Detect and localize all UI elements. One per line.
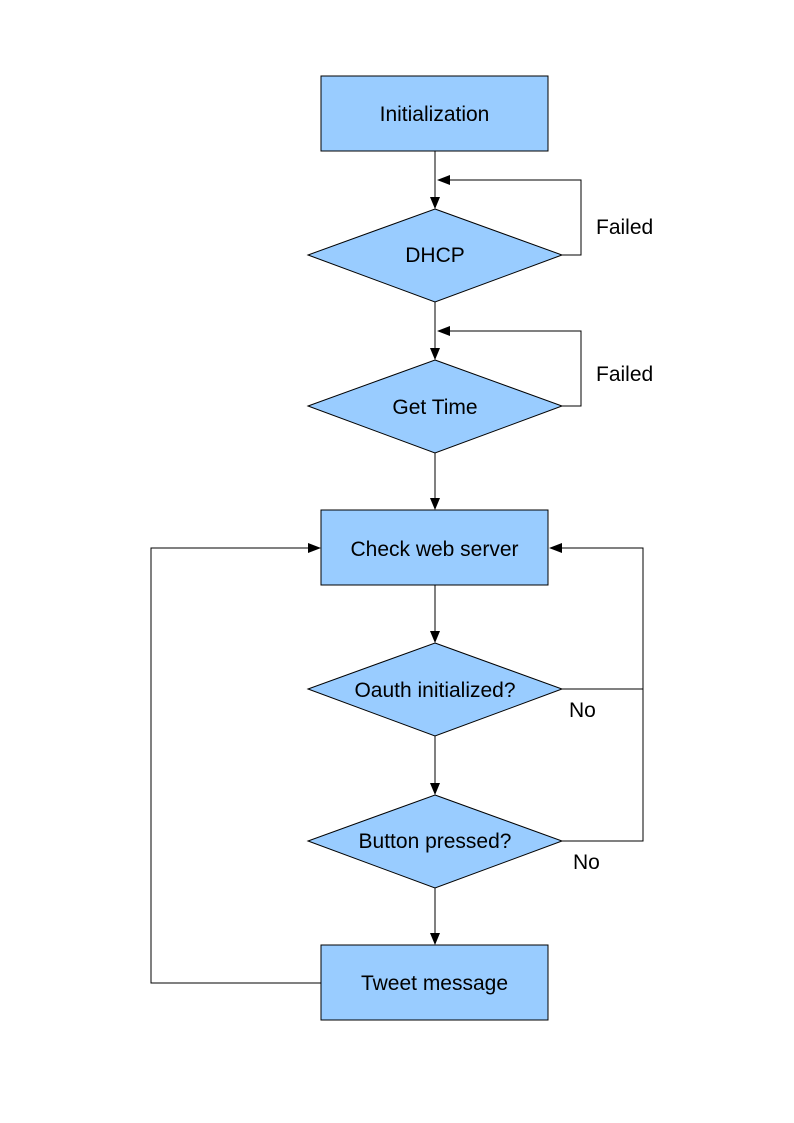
arrowhead-button-pressed-to-tweet <box>430 933 440 945</box>
edge-get-time-failed-loop <box>450 330 582 407</box>
dhcp-label: DHCP <box>405 244 465 267</box>
button-no-label: No <box>573 851 600 874</box>
button-pressed-node: Button pressed? <box>306 794 564 889</box>
arrowhead-dhcp-to-get-time <box>430 348 440 360</box>
dhcp-failed-label: Failed <box>596 216 653 239</box>
tweet-message-label: Tweet message <box>361 972 508 995</box>
oauth-initialized-label: Oauth initialized? <box>354 679 515 702</box>
edge-tweet-loop-back <box>150 547 321 984</box>
arrowhead-get-time-to-check-web-server <box>430 498 440 510</box>
oauth-initialized-node: Oauth initialized? <box>306 642 564 737</box>
get-time-failed-label: Failed <box>596 363 653 386</box>
dhcp-node: DHCP <box>306 208 564 303</box>
arrowhead-dhcp-failed-loop <box>437 175 450 185</box>
check-web-server-node: Check web server <box>320 509 549 586</box>
button-pressed-label: Button pressed? <box>359 830 512 853</box>
get-time-node: Get Time <box>306 359 564 454</box>
oauth-no-label: No <box>569 699 596 722</box>
arrowhead-tweet-loop-to-check-web-server <box>308 543 321 553</box>
edge-dhcp-failed-loop <box>450 179 582 256</box>
initialization-box <box>320 75 549 152</box>
initialization-label: Initialization <box>380 103 490 126</box>
get-time-label: Get Time <box>392 396 477 419</box>
tweet-message-node: Tweet message <box>320 944 549 1021</box>
check-web-server-label: Check web server <box>350 538 518 561</box>
arrowhead-get-time-failed-loop <box>437 326 450 336</box>
arrowhead-init-to-dhcp <box>430 197 440 209</box>
initialization-node: Initialization <box>320 75 549 152</box>
arrowhead-no-loop-to-check-web-server <box>549 543 562 553</box>
arrowhead-oauth-to-button-pressed <box>430 783 440 795</box>
edge-button-no-loop <box>562 547 644 842</box>
arrowhead-check-web-server-to-oauth <box>430 631 440 643</box>
